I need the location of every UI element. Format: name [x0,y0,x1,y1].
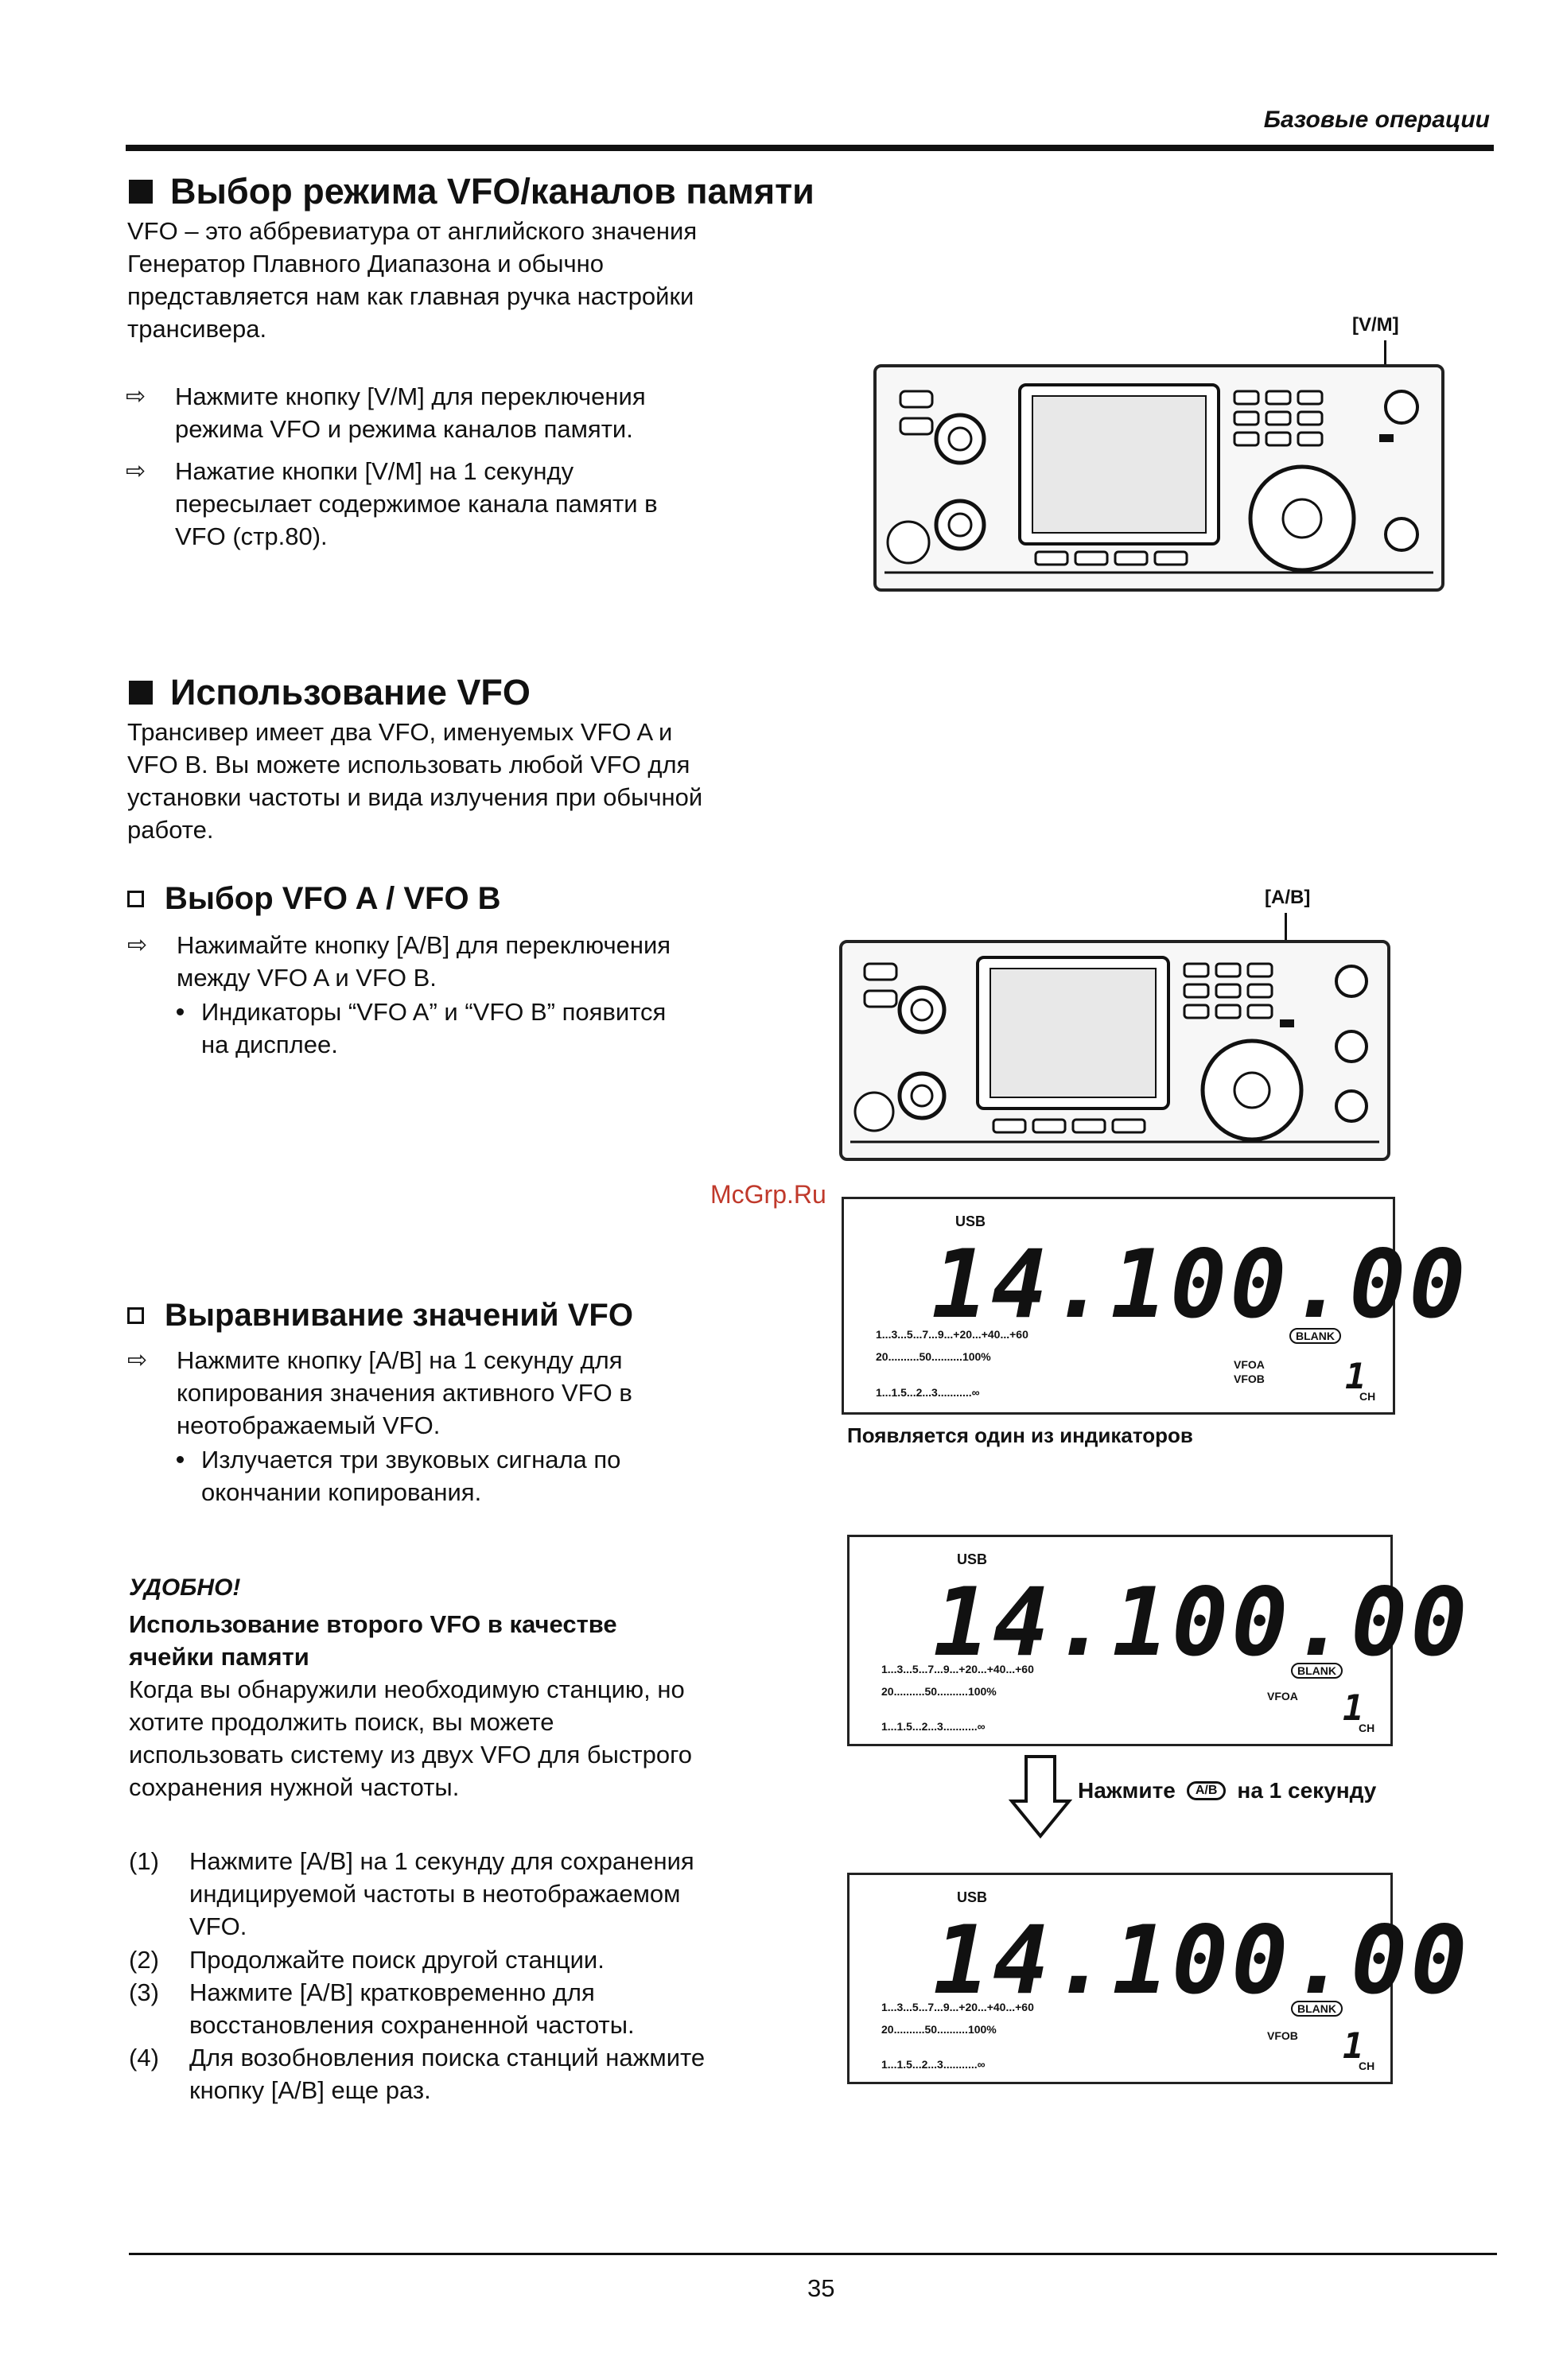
s-meter-scale: 1...3...5...7...9...+20...+40...+60 [881,1663,1034,1675]
frequency-readout: 14.100.00 [933,1905,1471,2015]
ab-button-label: [A/B] [1265,887,1311,908]
mode-label: USB [957,1551,988,1567]
arrow-icon: ⇨ [127,932,148,958]
lcd-display-2: USB 14.100.00 1...3...5...7...9...+20...… [847,1535,1467,1746]
frequency-readout: 14.100.00 [933,1567,1471,1677]
channel-number: 1 [1345,1357,1370,1397]
section1-title: Выбор режима VFO/каналов памяти [170,171,815,212]
lcd-display-3: USB 14.100.00 1...3...5...7...9...+20...… [847,1873,1467,2084]
blank-indicator: BLANK [1291,1663,1343,1679]
open-square-bullet-icon [127,1307,144,1324]
tip-subtitle: Использование второго VFO в качестве яче… [129,1610,617,1671]
sub1-heading: Выбор VFO A / VFO B [127,881,501,917]
vfo-b-indicator: VFOB [1234,1372,1265,1385]
vfo-a-indicator: VFOA [1234,1358,1265,1371]
tip-text: Когда вы обнаружили необходимую станцию,… [129,1675,692,1801]
vfo-b-indicator: VFOB [1267,2029,1298,2042]
sub2-title: Выравнивание значений VFO [165,1298,633,1333]
square-bullet-icon [129,180,153,204]
swr-meter-scale: 1...1.5...2...3...........∞ [881,1720,986,1733]
bullet-dot-icon [177,1456,184,1463]
channel-number: 1 [1343,2026,1367,2067]
section1-heading: Выбор режима VFO/каналов памяти [129,171,815,212]
s-meter-scale: 1...3...5...7...9...+20...+40...+60 [876,1328,1028,1341]
square-bullet-icon [129,681,153,705]
transceiver-front-panel-figure [873,364,1444,592]
section2-intro: Трансивер имеет два VFO, именуемых VFO A… [127,718,703,844]
po-meter-scale: 20..........50..........100% [881,2023,997,2036]
channel-label: CH [1359,1390,1376,1403]
section2-title: Использование VFO [170,672,531,712]
sub1-bullet: Индикаторы “VFO A” и “VFO B” появится на… [177,996,813,1061]
blank-indicator: BLANK [1289,1328,1341,1344]
section1-intro: VFO – это аббревиатура от английского зн… [127,217,698,343]
po-meter-scale: 20..........50..........100% [881,1685,997,1698]
display-caption: Появляется один из индикаторов [847,1423,1193,1447]
sub1-step: ⇨ Нажимайте кнопку [A/B] для переключени… [127,929,843,994]
sub2-bullet: Излучается три звуковых сигнала по оконч… [177,1443,813,1508]
running-header: Базовые операции [1263,107,1490,133]
frequency-readout: 14.100.00 [931,1229,1469,1339]
transceiver-drawing-2 [850,956,1379,1143]
mode-label: USB [957,1889,988,1905]
press-note: Нажмите A/B на 1 секунду [1078,1778,1377,1803]
vfo-a-indicator: VFOA [1267,1690,1298,1702]
transceiver-front-panel-figure-2 [839,940,1390,1161]
channel-number: 1 [1343,1688,1367,1729]
tip-label: УДОБНО! [129,1574,241,1601]
transceiver-drawing [885,383,1433,574]
arrow-icon: ⇨ [127,1347,148,1373]
sub2-step: ⇨ Нажмите кнопку [A/B] на 1 секунду для … [127,1344,843,1442]
po-meter-scale: 20..........50..........100% [876,1350,991,1363]
vm-button-label: [V/M] [1352,314,1399,336]
mode-label: USB [955,1213,986,1229]
ab-key-icon: A/B [1186,1781,1227,1800]
bullet-dot-icon [177,1008,184,1015]
blank-indicator: BLANK [1291,2001,1343,2017]
header-rule [126,145,1494,151]
section1-step-2: ⇨ Нажатие кнопки [V/M] на 1 секунду пере… [126,455,842,553]
watermark: McGrp.Ru [710,1180,826,1209]
channel-label: CH [1359,2060,1375,2072]
tip-item-2: (2) Продолжайте поиск другой станции. [129,1946,605,1974]
section1-step-1: ⇨ Нажмите кнопку [V/M] для переключения … [126,380,842,445]
down-arrow-icon [1009,1755,1072,1839]
s-meter-scale: 1...3...5...7...9...+20...+40...+60 [881,2001,1034,2013]
lcd-display-1: USB 14.100.00 1...3...5...7...9...+20...… [842,1197,1465,1415]
swr-meter-scale: 1...1.5...2...3...........∞ [876,1386,980,1399]
tip-item-3: (3) Нажмите [A/B] кратковременно для вос… [129,1978,635,2039]
page-number: 35 [807,2274,835,2302]
sub1-title: Выбор VFO A / VFO B [165,881,501,916]
open-square-bullet-icon [127,891,144,907]
arrow-icon: ⇨ [126,458,146,484]
arrow-icon: ⇨ [126,383,146,410]
tip-item-4: (4) Для возобновления поиска станций наж… [129,2044,706,2104]
footer-rule [129,2253,1497,2255]
section2-heading: Использование VFO [129,672,531,713]
swr-meter-scale: 1...1.5...2...3...........∞ [881,2058,986,2071]
sub2-heading: Выравнивание значений VFO [127,1298,633,1334]
channel-label: CH [1359,1722,1375,1734]
tip-item-1: (1) Нажмите [A/B] на 1 секунду для сохра… [129,1847,694,1940]
